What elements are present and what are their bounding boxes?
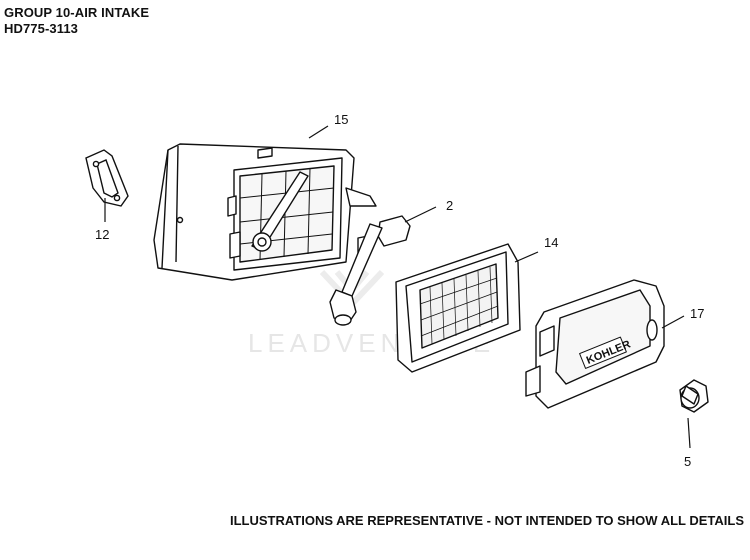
callout-14: 14 <box>544 235 558 250</box>
callout-5: 5 <box>684 454 691 469</box>
disclaimer: ILLUSTRATIONS ARE REPRESENTATIVE - NOT I… <box>230 513 744 528</box>
model-number: HD775-3113 <box>4 21 78 36</box>
callout-12: 12 <box>95 227 109 242</box>
part-14-filter-element[interactable] <box>395 243 521 373</box>
part-5-knob[interactable] <box>679 379 709 413</box>
part-15-air-cleaner-base[interactable] <box>153 143 377 281</box>
callout-2: 2 <box>446 198 453 213</box>
callout-15: 15 <box>334 112 348 127</box>
part-17-cover[interactable]: KOHLER <box>525 279 665 409</box>
part-2-breather-tube[interactable] <box>329 215 411 326</box>
part-12-gasket[interactable] <box>85 149 129 207</box>
diagram-title: GROUP 10-AIR INTAKE <box>4 5 150 20</box>
callout-17: 17 <box>690 306 704 321</box>
